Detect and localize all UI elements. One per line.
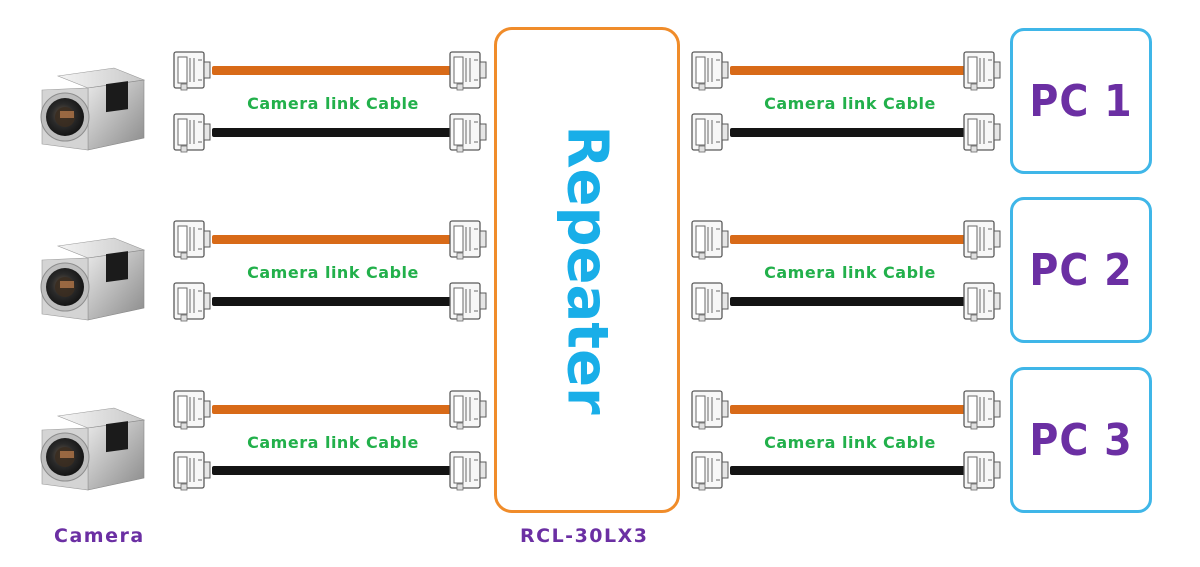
pc-label: PC 1	[1029, 75, 1133, 127]
connector-icon	[172, 110, 212, 154]
connector-icon	[690, 387, 730, 431]
cable-label: Camera link Cable	[247, 263, 419, 282]
camera-icon	[36, 232, 148, 324]
pc-label: PC 3	[1029, 414, 1133, 466]
repeater-box	[494, 27, 680, 513]
connector-icon	[448, 448, 488, 492]
connector-icon	[172, 387, 212, 431]
model-caption: RCL-30LX3	[520, 525, 649, 547]
orange-cable	[212, 66, 452, 75]
camera-icon	[36, 62, 148, 154]
black-cable	[730, 128, 970, 137]
pc-1-box: PC 1	[1010, 28, 1152, 174]
connector-icon	[448, 48, 488, 92]
cable-label: Camera link Cable	[764, 94, 936, 113]
connector-icon	[172, 48, 212, 92]
connector-icon	[448, 110, 488, 154]
cable-label: Camera link Cable	[247, 433, 419, 452]
black-cable	[212, 128, 452, 137]
cable-label: Camera link Cable	[764, 433, 936, 452]
pc-label: PC 2	[1029, 244, 1133, 296]
connector-icon	[172, 279, 212, 323]
connector-icon	[690, 279, 730, 323]
orange-cable	[730, 66, 970, 75]
connector-icon	[690, 448, 730, 492]
connector-icon	[962, 279, 1002, 323]
black-cable	[730, 297, 970, 306]
connector-icon	[448, 387, 488, 431]
camera-icon	[36, 402, 148, 494]
connector-icon	[962, 387, 1002, 431]
orange-cable	[730, 235, 970, 244]
black-cable	[212, 297, 452, 306]
connector-icon	[690, 48, 730, 92]
orange-cable	[730, 405, 970, 414]
cable-label: Camera link Cable	[247, 94, 419, 113]
orange-cable	[212, 235, 452, 244]
black-cable	[730, 466, 970, 475]
connector-icon	[962, 48, 1002, 92]
black-cable	[212, 466, 452, 475]
connector-icon	[962, 448, 1002, 492]
connector-icon	[962, 217, 1002, 261]
connector-icon	[172, 217, 212, 261]
pc-3-box: PC 3	[1010, 367, 1152, 513]
connector-icon	[448, 217, 488, 261]
connector-icon	[690, 217, 730, 261]
connector-icon	[690, 110, 730, 154]
connector-icon	[172, 448, 212, 492]
camera-caption: Camera	[54, 525, 145, 547]
cable-label: Camera link Cable	[764, 263, 936, 282]
pc-2-box: PC 2	[1010, 197, 1152, 343]
repeater-label: Repeater	[554, 125, 620, 415]
orange-cable	[212, 405, 452, 414]
connector-icon	[962, 110, 1002, 154]
connector-icon	[448, 279, 488, 323]
